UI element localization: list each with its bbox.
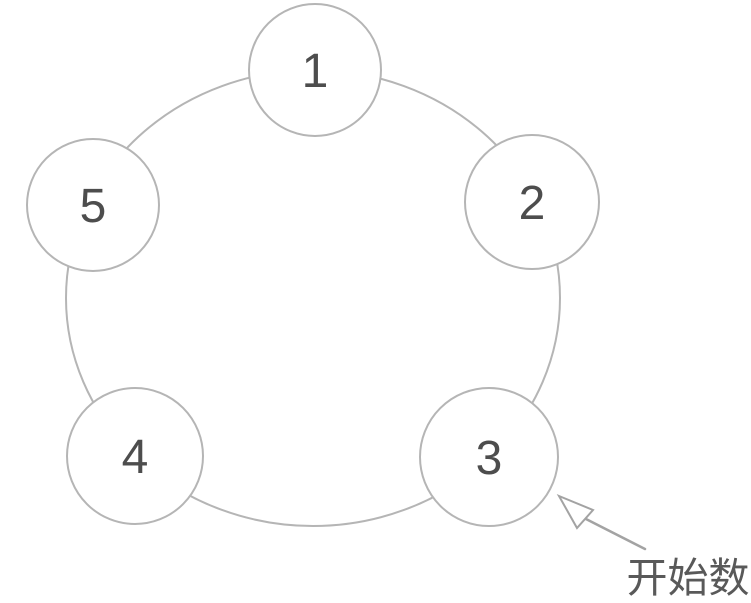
node-1-label: 1 [302,45,329,98]
node-2-circle [464,134,600,270]
node-5-label: 5 [80,180,107,233]
node-5: 5 [26,138,160,272]
node-1-circle [248,3,382,137]
node-1: 1 [248,3,382,137]
node-3: 3 [419,387,559,527]
node-4: 4 [66,387,204,525]
annotation-label: 开始数 [627,555,750,601]
node-3-circle [419,387,559,527]
start-arrow [556,493,647,551]
node-4-label: 4 [122,431,149,484]
arrow-shaft [582,516,647,551]
node-2-label: 2 [519,177,546,230]
arrow-head-icon [556,493,595,530]
node-4-circle [66,387,204,525]
node-5-circle [26,138,160,272]
node-2: 2 [464,134,600,270]
node-3-label: 3 [476,432,503,485]
